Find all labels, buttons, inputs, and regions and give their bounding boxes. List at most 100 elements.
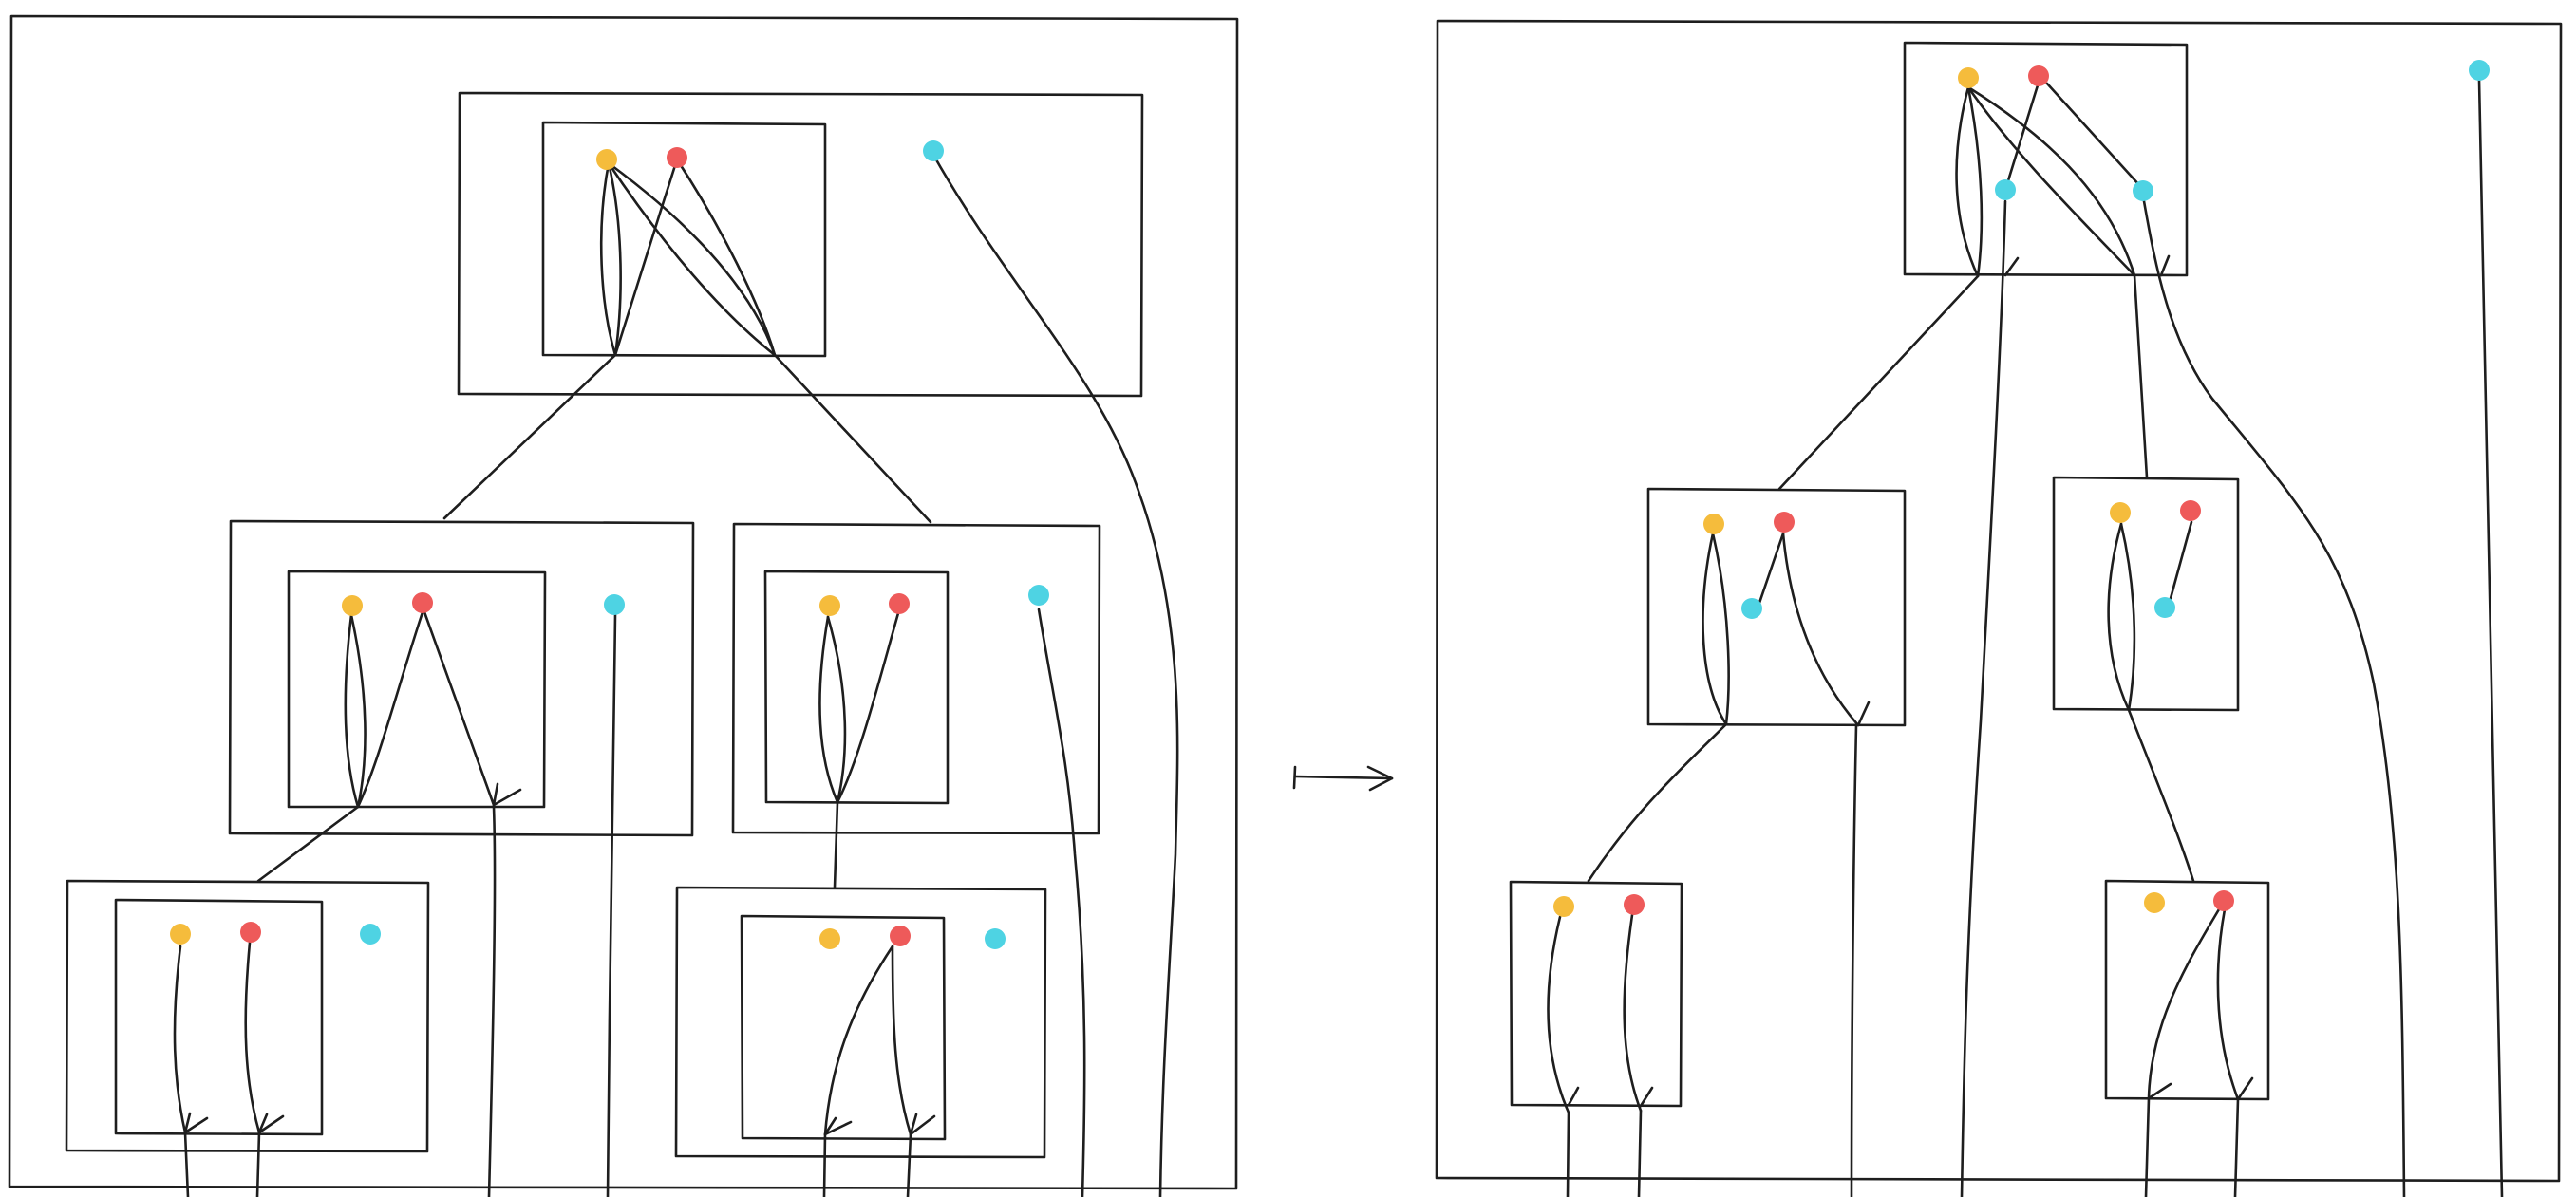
red-dot bbox=[2213, 890, 2234, 911]
wire bbox=[1639, 1086, 1654, 1108]
right-node-middle-right bbox=[2052, 476, 2240, 883]
wire bbox=[1567, 1086, 1580, 1107]
wire bbox=[2127, 708, 2195, 883]
maps-to-arrow-icon bbox=[1292, 765, 1394, 792]
right-panel bbox=[1435, 19, 2563, 1197]
wire bbox=[344, 613, 360, 809]
red-dot bbox=[2180, 500, 2201, 521]
left-node-middle-left bbox=[228, 519, 695, 1197]
right-node-bottom-left bbox=[1509, 880, 1683, 1197]
wire bbox=[1566, 1111, 1570, 1197]
node-outer-box bbox=[65, 879, 430, 1153]
cyan-dot bbox=[2469, 60, 2490, 81]
cyan-dot bbox=[1028, 585, 1049, 606]
cyan-dot bbox=[923, 140, 944, 161]
wire bbox=[2216, 907, 2240, 1101]
node-inner-box bbox=[740, 914, 947, 1141]
left-node-bottom-right bbox=[674, 886, 1047, 1197]
yellow-dot bbox=[1958, 67, 1979, 88]
node-inner-box bbox=[541, 121, 827, 358]
node-inner-box bbox=[287, 570, 547, 809]
node-box bbox=[2104, 879, 2270, 1101]
wire bbox=[826, 615, 847, 804]
node-outer-box bbox=[228, 519, 695, 837]
wire bbox=[1966, 85, 1984, 278]
wire bbox=[823, 945, 894, 1136]
wire bbox=[822, 1132, 827, 1197]
wire bbox=[836, 611, 900, 804]
wire bbox=[2147, 907, 2221, 1100]
red-dot bbox=[890, 926, 911, 946]
yellow-dot bbox=[1703, 514, 1724, 534]
wire bbox=[613, 158, 679, 357]
wire bbox=[1960, 199, 2007, 1197]
right-node-middle-left bbox=[1587, 487, 1907, 1197]
cyan-dot bbox=[360, 924, 381, 945]
red-dot bbox=[2028, 65, 2049, 86]
wire bbox=[422, 608, 496, 807]
wire bbox=[909, 1113, 918, 1136]
cyan-dot bbox=[985, 928, 1006, 949]
red-dot bbox=[1624, 894, 1645, 915]
red-dot bbox=[889, 593, 910, 614]
wire bbox=[607, 161, 777, 357]
wire bbox=[257, 1113, 269, 1134]
wire bbox=[1850, 723, 1858, 1197]
wire bbox=[257, 1114, 285, 1134]
yellow-dot bbox=[2144, 892, 2165, 913]
cyan-dot bbox=[1741, 598, 1762, 619]
wire bbox=[818, 615, 839, 804]
right-node-bottom-right bbox=[2104, 879, 2270, 1197]
wire bbox=[1547, 915, 1570, 1114]
wire bbox=[492, 782, 499, 807]
wire bbox=[1781, 532, 1860, 727]
wire bbox=[2003, 256, 2020, 277]
wire bbox=[2236, 1076, 2254, 1101]
wire bbox=[183, 1116, 209, 1134]
yellow-dot bbox=[342, 595, 363, 616]
wire bbox=[607, 161, 622, 357]
cyan-dot bbox=[1995, 179, 2016, 200]
wire bbox=[773, 353, 932, 524]
wire bbox=[2119, 522, 2136, 712]
node-inner-box bbox=[763, 570, 950, 805]
left-node-bottom-left bbox=[65, 879, 430, 1197]
wire bbox=[1587, 722, 1728, 883]
wire bbox=[1702, 532, 1728, 726]
wire bbox=[1711, 532, 1730, 726]
cyan-dot bbox=[2154, 597, 2175, 618]
cyan-dot bbox=[2133, 180, 2153, 201]
node-outer-box bbox=[731, 522, 1101, 835]
yellow-dot bbox=[1553, 896, 1574, 917]
yellow-dot bbox=[170, 924, 191, 945]
left-node-middle-right bbox=[731, 522, 1101, 1197]
wire bbox=[823, 1120, 853, 1136]
wire bbox=[183, 1112, 192, 1134]
left-outer-frame bbox=[8, 14, 1239, 1190]
wire bbox=[1966, 85, 2136, 277]
cyan-dot bbox=[604, 594, 625, 615]
wire bbox=[1637, 1109, 1643, 1197]
wire bbox=[833, 800, 839, 889]
wire bbox=[2045, 82, 2142, 188]
node-inner-box bbox=[114, 898, 324, 1136]
wire bbox=[1856, 701, 1871, 727]
yellow-dot bbox=[819, 595, 840, 616]
right-node-top bbox=[1777, 41, 2504, 1197]
wire bbox=[492, 788, 522, 807]
wire bbox=[931, 153, 1179, 1197]
yellow-dot bbox=[2110, 502, 2131, 523]
node-box bbox=[2052, 476, 2240, 712]
wire bbox=[356, 608, 425, 809]
wire bbox=[1037, 608, 1086, 1197]
wire bbox=[442, 353, 617, 520]
wire bbox=[183, 1131, 190, 1197]
red-dot bbox=[667, 147, 687, 168]
red-dot bbox=[240, 922, 261, 943]
wire bbox=[675, 158, 777, 357]
wire bbox=[2144, 1096, 2151, 1197]
red-dot bbox=[1774, 512, 1795, 533]
yellow-dot bbox=[819, 928, 840, 949]
node-box bbox=[1903, 41, 2189, 277]
